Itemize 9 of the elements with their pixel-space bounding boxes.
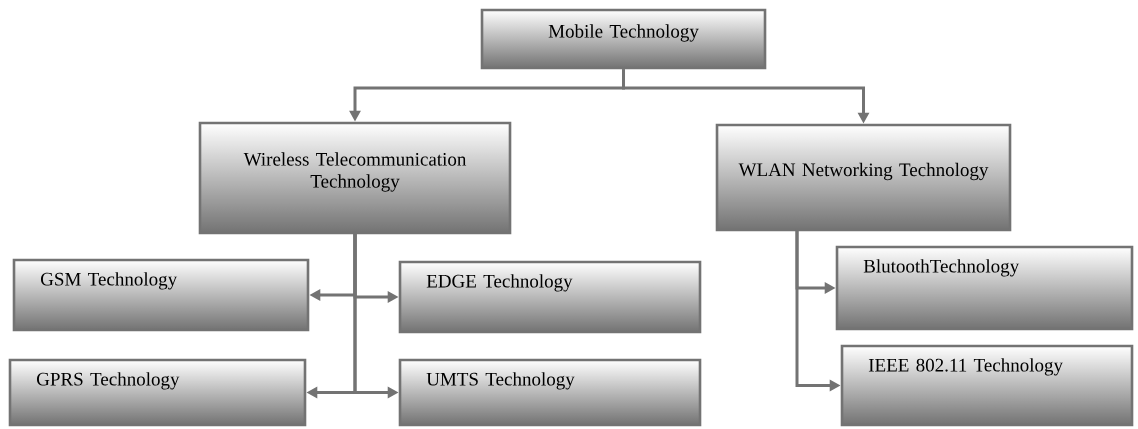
process-box: BlutoothTechnology <box>835 245 1134 331</box>
process-box: Wireless Telecommunication Technology <box>198 121 512 235</box>
process-box: GSM Technology <box>12 258 310 332</box>
process-box: Mobile Technology <box>480 8 767 70</box>
process-box: EDGE Technology <box>398 260 702 334</box>
process-box: IEEE 802.11 Technology <box>840 344 1134 427</box>
process-box: UMTS Technology <box>398 358 702 427</box>
process-box: GPRS Technology <box>8 358 307 427</box>
process-box: WLAN Networking Technology <box>715 123 1012 232</box>
